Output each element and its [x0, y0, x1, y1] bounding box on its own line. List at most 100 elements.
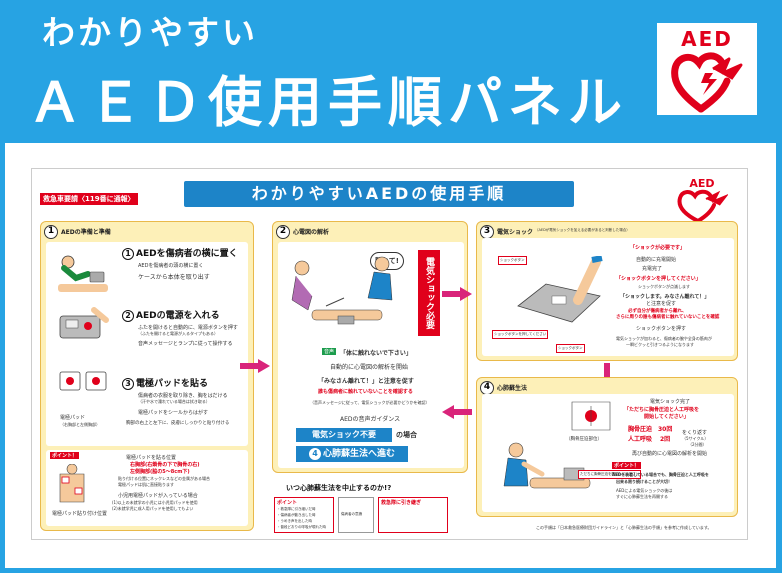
step-1-number: 1 [122, 248, 134, 260]
poster-aed-logo-text: AED [689, 177, 715, 190]
pad-label: 電極パッド [60, 415, 86, 421]
step-1-note-1: AEDを傷病者の頭の横に置く [138, 263, 204, 269]
panel-3-label: 電気ショック [497, 229, 534, 236]
cycle-note: （5サイクル） [682, 436, 709, 441]
panel-2-label: 心電図の解析 [293, 229, 330, 236]
panel-2-content: 離れて! 電気ショック必要 音声 「体に触れないで下さい」 自動的に心電図の解析… [278, 242, 464, 468]
poster-footer-note: この手順は「日本救急医療財団ガイドライン」と「心肺蘇生法の手順」を参考に作成して… [536, 525, 712, 530]
header-subtitle: わかりやすい [42, 13, 258, 52]
stop-cpr-box-3: 救急隊に引き継ぎ [378, 497, 448, 533]
shock-callout-1: ショックボタン [498, 256, 527, 265]
aed-logo-text: AED [681, 27, 733, 51]
shock-msg-3: 充電完了 [642, 266, 663, 272]
step-3-note-2: （汗や水で濡れている場合は拭き取る） [138, 399, 210, 404]
panel-1-point-5: 電極パッドは肌に直接貼ります [118, 482, 174, 487]
aed-device-illustration [59, 307, 109, 339]
shock-msg-1: 「ショックが必要です」 [630, 245, 686, 251]
panel-3-label-note: （AEDが電気ショックを加える必要があると判断した場合） [535, 228, 630, 232]
panel-1-point-4: 貼り付ける位置にネックレスなどの金属がある場合 [118, 476, 210, 481]
cpr-msg-1: 電気ショック完了 [650, 399, 691, 405]
poster-aed-logo: AED [676, 177, 728, 223]
person-kneeling-illustration [58, 255, 108, 292]
arrow-right-icon [240, 359, 270, 373]
no-shock-case: の場合 [396, 431, 417, 439]
panel-1-point-7: (1)以上の未就学の小児には小児用パッドを使用 [112, 500, 198, 505]
analysis-msg-6: AEDの音声ガイダンス [340, 416, 401, 423]
no-shock-banner: 電気ショック不要 [296, 428, 392, 442]
cycle-note-2: （2分間） [688, 442, 707, 447]
cpr-point-1: AEDを装着している場合でも、胸骨圧迫と人工呼吸を [612, 472, 709, 477]
shock-msg-12: 一瞬ビクッと引きつるようになります [626, 342, 694, 347]
stop-label-2: 傷病者の意識 [341, 512, 362, 516]
stop-item-2: ・傷病者が動き出した時 [277, 513, 316, 517]
analysis-msg-3: 「みなさん離れて！」と注意を促す [318, 378, 414, 385]
shock-msg-8: 必ず自分が傷病者から離れ、 [628, 309, 687, 314]
stop-item-1: ・救急隊に引き継いだ時 [277, 507, 316, 511]
poster-heart-icon [677, 189, 728, 223]
arrow-right-icon [442, 287, 472, 301]
stop-cpr-box-2: 傷病者の意識 [338, 497, 374, 533]
panel-1-point-2: 右胸部(右鎖骨の下で胸骨の右) [130, 462, 200, 468]
cpr-point-4: すぐに心肺蘇生法を再開する [616, 494, 668, 499]
analysis-msg-4: 誰も傷病者に触れていないことを確認する [318, 389, 413, 395]
cpr-callout: ただちに胸骨圧迫を開始してください [578, 470, 642, 479]
arrow-left-icon [442, 405, 472, 419]
shock-msg-7: と注意を促す [646, 301, 677, 307]
stop-item-4: ・普段どおりの呼吸が現れた時 [277, 525, 326, 529]
compression-site-label: （胸骨圧迫部位） [566, 437, 602, 442]
pad-note: （右胸部と左側胸部） [60, 422, 100, 427]
cpr-msg-2: 「ただちに胸骨圧迫と人工呼吸を [624, 407, 700, 413]
step-3-note-4: 胸部の右上と左下に、皮膚にしっかりと貼り付ける [126, 421, 230, 426]
cpr-msg-4: 再び自動的に心電図の解析を開始 [632, 451, 708, 457]
panel-4-cpr: 4 心肺蘇生法 （胸骨圧迫部位） ただちに胸骨圧迫を開始してください 電気ショッ… [476, 377, 738, 517]
shock-button-illustration [517, 256, 603, 323]
shock-msg-6: 「ショックします。みなさん離れて！」 [620, 294, 710, 300]
voice-label: 音声 [322, 348, 337, 355]
stop-item-3: ・うめき声を出した時 [277, 519, 312, 523]
compress-value: 30回 [658, 426, 673, 433]
step-3-note-1: 傷病者の衣服を取り除き、胸をはだける [138, 393, 228, 399]
panel-4-content: （胸骨圧迫部位） ただちに胸骨圧迫を開始してください 電気ショック完了 「ただち… [482, 394, 734, 512]
go-to-cpr-text: 心肺蘇生法へ進む [322, 449, 395, 459]
pad-position-illustration [59, 464, 85, 503]
step-1-title-text: AEDを傷病者の横に置く [136, 249, 238, 259]
panel-3-number: 3 [480, 225, 494, 239]
aed-logo: AED [657, 23, 757, 115]
panel-1-point-label: ポイント！ [50, 452, 80, 459]
panel-1-point-1: 電極パッドを貼る位置 [126, 455, 177, 461]
stop-cpr-section: いつ心肺蘇生法を中止するのか!? ポイント ・救急隊に引き継いだ時 ・傷病者が動… [272, 483, 468, 537]
analysis-msg-5: （音声メッセージに従って、電気ショックが必要かどうかを確認） [310, 400, 430, 405]
shock-msg-11: 電気ショックが加わると、傷病者の腕や全身の筋肉が [616, 336, 712, 341]
step-2-note-3: 音声メッセージとランプに従って操作する [138, 341, 233, 347]
step-1-note-2: ケースから本体を取り出す [138, 274, 210, 281]
chest-compression-site-icon [571, 401, 611, 431]
panel-1-number: 1 [44, 225, 58, 239]
shock-callout-2: ショックボタンを押してください [492, 330, 549, 339]
step-3-title-text: 電極パッドを貼る [136, 379, 209, 389]
shock-msg-10: ショックボタンを押す [636, 326, 687, 332]
shock-msg-9: さらに周りの誰も傷病者に触れていないことを確認 [616, 315, 720, 320]
stop-cpr-title: いつ心肺蘇生法を中止するのか!? [286, 484, 392, 492]
analysis-msg-1: 「体に触れないで下さい」 [340, 350, 412, 357]
compress-label: 胸骨圧迫 [628, 426, 653, 433]
shock-msg-4: 「ショックボタンを押してください」 [616, 276, 701, 282]
cpr-point-3: AEDによる電気ショックの後は [616, 488, 673, 493]
electrode-pad-illustration [59, 371, 107, 391]
step-3-note-3: 電極パッドをシールからはがす [138, 410, 209, 416]
breath-label: 人工呼吸 [628, 436, 653, 443]
cpr-msg-3: 開始してください」 [644, 414, 689, 420]
rescuer-illustration [291, 256, 393, 325]
header-banner: わかりやすい ＡＥＤ使用手順パネル AED [0, 0, 782, 137]
shock-required-banner: 電気ショック必要 [418, 250, 440, 336]
pad-position-label: 電極パッド貼り付け位置 [52, 511, 108, 517]
step-2-number: 2 [122, 310, 134, 322]
cpr-point-2: 出来る限り続けることが大切！ [616, 479, 672, 484]
shock-callout-3: ショックボタン [556, 344, 585, 353]
breath-value: 2回 [660, 436, 671, 443]
shock-msg-2: 自動的に充電開始 [636, 257, 677, 263]
